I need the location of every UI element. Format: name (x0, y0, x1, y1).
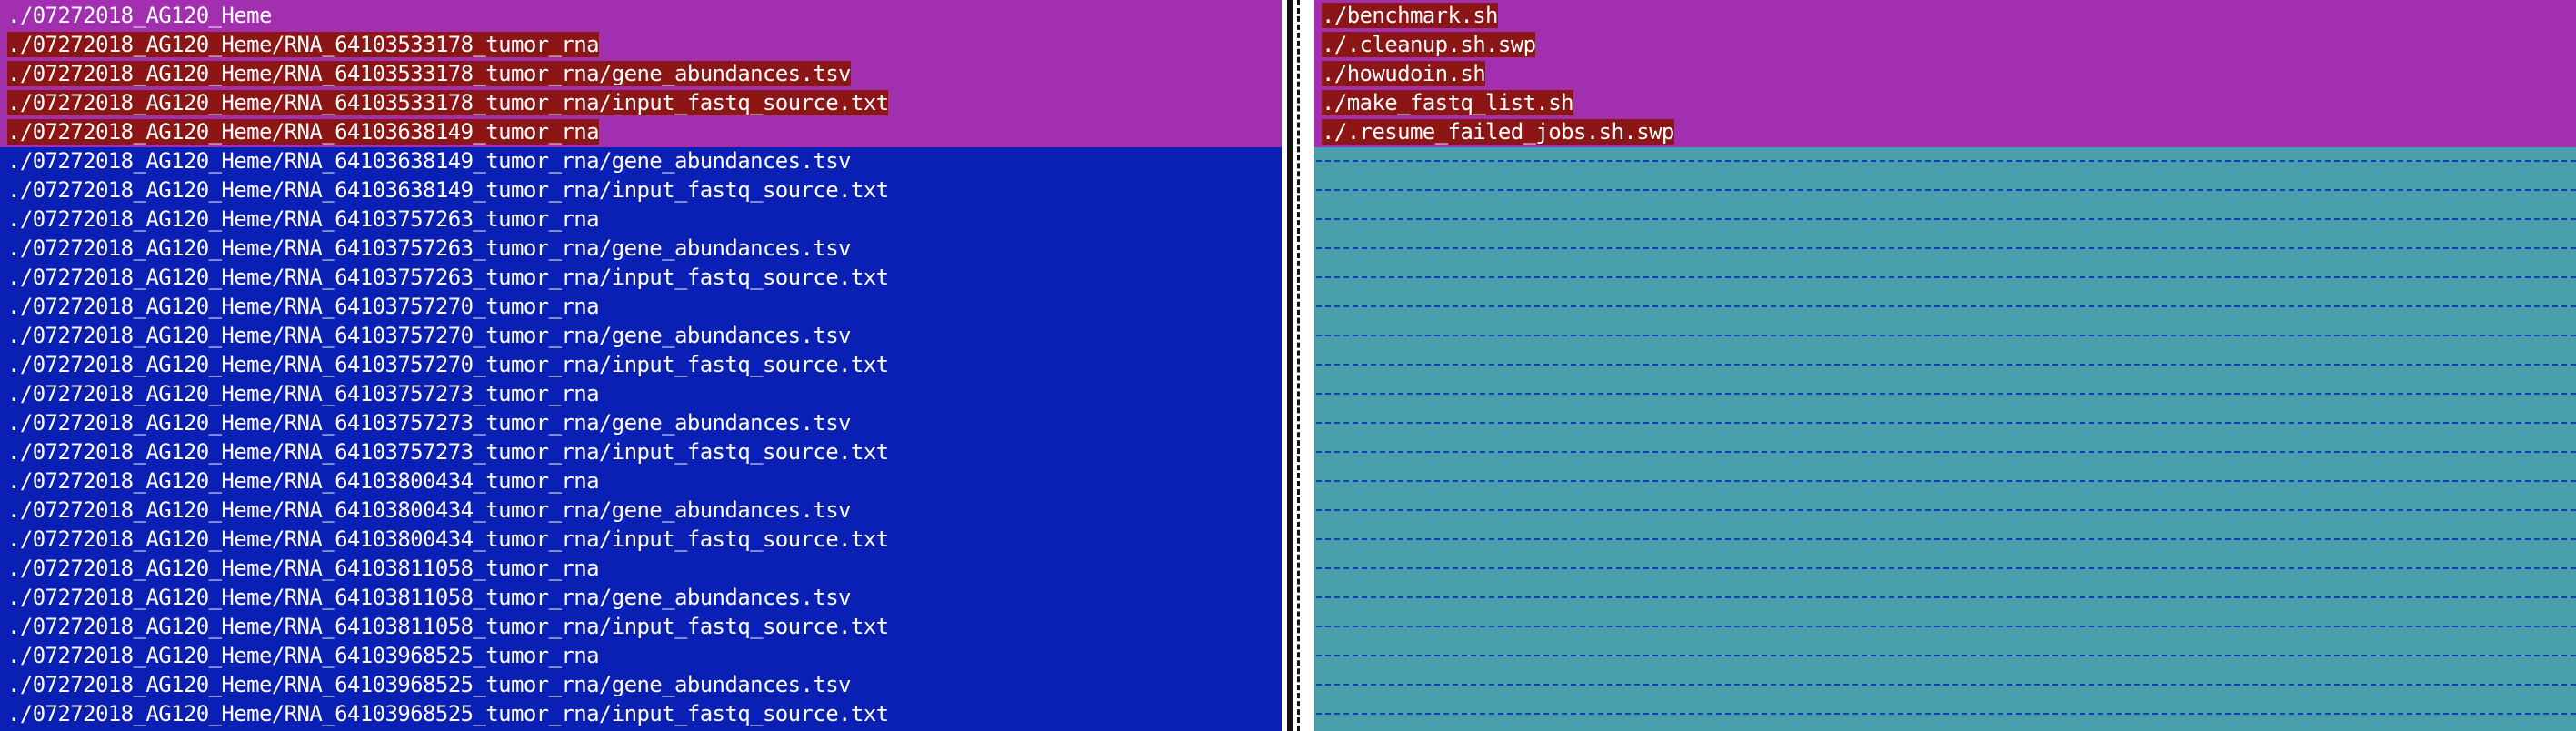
file-path-text: ./07272018_AG120_Heme/RNA_64103757273_tu… (7, 381, 600, 406)
file-line[interactable]: ./07272018_AG120_Heme/RNA_64103800434_tu… (0, 496, 1282, 525)
deleted-line-filler (1314, 263, 2576, 292)
file-path-text: ./07272018_AG120_Heme/RNA_64103757270_tu… (7, 323, 852, 348)
left-file-lines: ./07272018_AG120_Heme ./07272018_AG120_He… (0, 1, 1282, 728)
file-path-text: ./07272018_AG120_Heme/RNA_64103811058_tu… (7, 585, 852, 610)
file-path-text: ./benchmark.sh (1322, 3, 1498, 28)
file-line[interactable]: ./howudoin.sh (1314, 59, 2576, 88)
file-line[interactable]: ./07272018_AG120_Heme/RNA_64103968525_tu… (0, 699, 1282, 728)
file-line[interactable]: ./07272018_AG120_Heme/RNA_64103757263_tu… (0, 234, 1282, 263)
file-path-text: ./07272018_AG120_Heme/RNA_64103811058_tu… (7, 556, 600, 581)
file-line[interactable]: ./07272018_AG120_Heme/RNA_64103533178_tu… (0, 30, 1282, 59)
file-line[interactable]: ./07272018_AG120_Heme/RNA_64103811058_tu… (0, 583, 1282, 612)
deleted-line-filler (1314, 554, 2576, 583)
deleted-line-filler (1314, 466, 2576, 496)
file-line[interactable]: ./make_fastq_list.sh (1314, 88, 2576, 117)
file-path-text: ./07272018_AG120_Heme/RNA_64103638149_tu… (7, 177, 889, 203)
file-line[interactable]: ./.resume_failed_jobs.sh.swp (1314, 117, 2576, 146)
deleted-line-filler (1314, 699, 2576, 728)
file-line[interactable]: ./07272018_AG120_Heme/RNA_64103811058_tu… (0, 554, 1282, 583)
left-diff-pane[interactable]: ./07272018_AG120_Heme ./07272018_AG120_He… (0, 0, 1282, 731)
file-path-text: ./07272018_AG120_Heme/RNA_64103757263_tu… (7, 235, 852, 261)
deleted-line-filler (1314, 350, 2576, 379)
deleted-line-filler (1314, 525, 2576, 554)
file-path-text: ./07272018_AG120_Heme/RNA_64103968525_tu… (7, 672, 852, 697)
file-line[interactable]: ./07272018_AG120_Heme/RNA_64103757270_tu… (0, 321, 1282, 350)
file-path-text: ./07272018_AG120_Heme/RNA_64103811058_tu… (7, 614, 889, 639)
file-path-text: ./07272018_AG120_Heme/RNA_64103533178_tu… (7, 90, 889, 115)
file-path-text: ./07272018_AG120_Heme/RNA_64103800434_tu… (7, 497, 852, 523)
deleted-line-filler (1314, 175, 2576, 205)
file-line[interactable]: ./07272018_AG120_Heme/RNA_64103968525_tu… (0, 641, 1282, 670)
file-line[interactable]: ./07272018_AG120_Heme/RNA_64103800434_tu… (0, 466, 1282, 496)
file-path-text: ./.cleanup.sh.swp (1322, 32, 1536, 57)
file-line[interactable]: ./07272018_AG120_Heme/RNA_64103638149_tu… (0, 117, 1282, 146)
file-path-text: ./07272018_AG120_Heme/RNA_64103533178_tu… (7, 32, 600, 57)
file-line[interactable]: ./benchmark.sh (1314, 1, 2576, 30)
file-path-text: ./.resume_failed_jobs.sh.swp (1322, 119, 1674, 145)
deleted-line-filler (1314, 670, 2576, 699)
deleted-line-filler (1314, 292, 2576, 321)
file-path-text: ./07272018_AG120_Heme/RNA_64103800434_tu… (7, 468, 600, 494)
file-path-text: ./07272018_AG120_Heme/RNA_64103638149_tu… (7, 148, 852, 174)
file-path-text: ./07272018_AG120_Heme/RNA_64103533178_tu… (7, 61, 852, 86)
file-line[interactable]: ./07272018_AG120_Heme/RNA_64103757263_tu… (0, 205, 1282, 234)
file-path-text: ./07272018_AG120_Heme/RNA_64103757273_tu… (7, 410, 852, 436)
deleted-line-filler (1314, 205, 2576, 234)
deleted-line-filler (1314, 146, 2576, 175)
file-line[interactable]: ./07272018_AG120_Heme/RNA_64103638149_tu… (0, 146, 1282, 175)
file-path-text: ./07272018_AG120_Heme/RNA_64103968525_tu… (7, 643, 600, 668)
file-line[interactable]: ./07272018_AG120_Heme/RNA_64103968525_tu… (0, 670, 1282, 699)
file-path-text: ./07272018_AG120_Heme/RNA_64103800434_tu… (7, 526, 889, 552)
file-line[interactable]: ./07272018_AG120_Heme/RNA_64103533178_tu… (0, 88, 1282, 117)
file-line[interactable]: ./07272018_AG120_Heme/RNA_64103757270_tu… (0, 350, 1282, 379)
deleted-line-filler (1314, 612, 2576, 641)
file-line[interactable]: ./07272018_AG120_Heme/RNA_64103757273_tu… (0, 408, 1282, 437)
deleted-line-filler (1314, 583, 2576, 612)
file-line[interactable]: ./07272018_AG120_Heme/RNA_64103638149_tu… (0, 175, 1282, 205)
file-path-text: ./howudoin.sh (1322, 61, 1486, 86)
file-line[interactable]: ./07272018_AG120_Heme/RNA_64103811058_tu… (0, 612, 1282, 641)
deleted-line-filler (1314, 408, 2576, 437)
file-line[interactable]: ./07272018_AG120_Heme/RNA_64103800434_tu… (0, 525, 1282, 554)
file-line[interactable]: ./07272018_AG120_Heme/RNA_64103757273_tu… (0, 379, 1282, 408)
deleted-line-filler (1314, 234, 2576, 263)
deleted-line-filler (1314, 379, 2576, 408)
file-line[interactable]: ./07272018_AG120_Heme/RNA_64103533178_tu… (0, 59, 1282, 88)
file-path-text: ./07272018_AG120_Heme/RNA_64103757263_tu… (7, 206, 600, 232)
file-path-text: ./07272018_AG120_Heme/RNA_64103638149_tu… (7, 119, 600, 145)
file-line[interactable]: ./.cleanup.sh.swp (1314, 30, 2576, 59)
right-diff-pane[interactable]: ./benchmark.sh ./.cleanup.sh.swp ./howudoi… (1314, 0, 2576, 731)
deleted-line-filler (1314, 641, 2576, 670)
deleted-line-filler (1314, 321, 2576, 350)
file-path-text: ./07272018_AG120_Heme (7, 3, 272, 28)
right-file-lines: ./benchmark.sh ./.cleanup.sh.swp ./howudoi… (1314, 1, 2576, 728)
file-path-text: ./07272018_AG120_Heme/RNA_64103968525_tu… (7, 701, 889, 726)
vertical-split-divider[interactable] (1282, 0, 1314, 731)
file-path-text: ./07272018_AG120_Heme/RNA_64103757270_tu… (7, 294, 600, 319)
file-line[interactable]: ./07272018_AG120_Heme (0, 1, 1282, 30)
file-path-text: ./make_fastq_list.sh (1322, 90, 1574, 115)
file-line[interactable]: ./07272018_AG120_Heme/RNA_64103757270_tu… (0, 292, 1282, 321)
file-line[interactable]: ./07272018_AG120_Heme/RNA_64103757273_tu… (0, 437, 1282, 466)
file-path-text: ./07272018_AG120_Heme/RNA_64103757273_tu… (7, 439, 889, 465)
deleted-line-filler (1314, 437, 2576, 466)
deleted-line-filler (1314, 496, 2576, 525)
file-path-text: ./07272018_AG120_Heme/RNA_64103757263_tu… (7, 265, 889, 290)
file-line[interactable]: ./07272018_AG120_Heme/RNA_64103757263_tu… (0, 263, 1282, 292)
file-path-text: ./07272018_AG120_Heme/RNA_64103757270_tu… (7, 352, 889, 377)
